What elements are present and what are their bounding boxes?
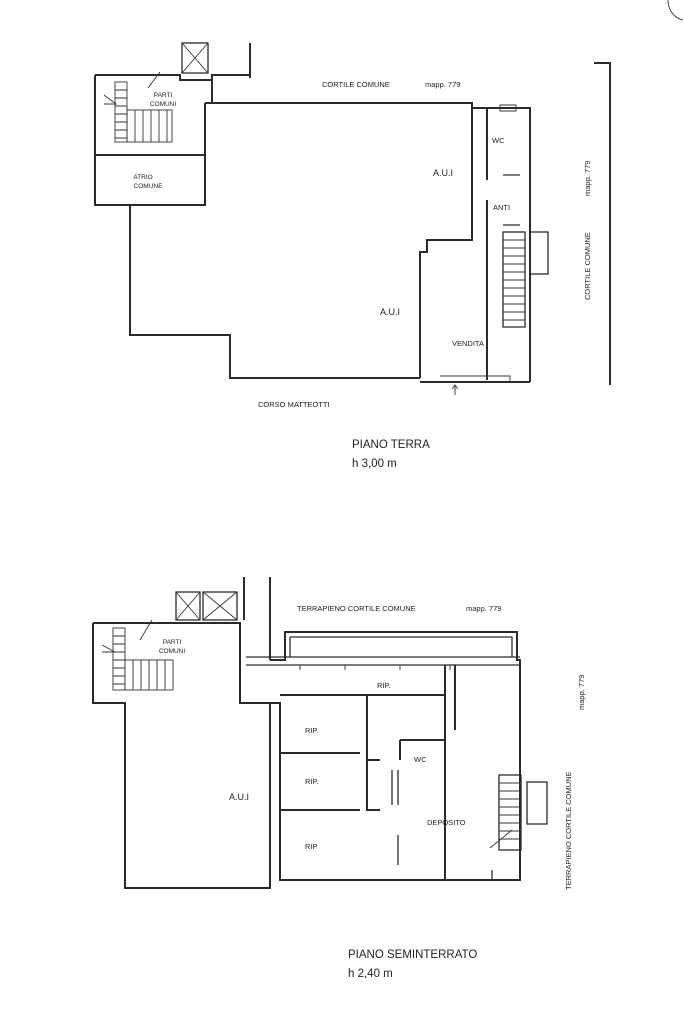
anti-label: ANTI xyxy=(493,203,510,212)
basement-plan: TERRAPIENO CORTILE COMUNE mapp. 779 PART… xyxy=(92,577,586,980)
courtyard-boundary xyxy=(594,62,611,385)
basement-pillars xyxy=(299,665,451,670)
basement-shaft-2 xyxy=(202,591,238,621)
ground-floor-outline xyxy=(94,43,531,383)
atrium-label: ATRIO xyxy=(133,174,152,181)
storage-label-3: RIP. xyxy=(305,777,319,786)
wc-label: WC xyxy=(492,136,505,145)
ground-floor-height: h 3,00 m xyxy=(352,458,397,470)
sales-label: VENDITA xyxy=(452,339,484,348)
courtyard-right-label: CORTILE COMUNE xyxy=(583,232,592,300)
deposit-label: DEPOSITO xyxy=(427,818,466,827)
terrapieno-top-label: TERRAPIENO CORTILE COMUNE xyxy=(297,604,416,613)
basement-common-parts-label-2: COMUNI xyxy=(159,648,186,655)
ground-stair-icon xyxy=(103,71,173,143)
basement-common-parts-label: PARTI xyxy=(163,639,182,646)
courtyard-top-label: CORTILE COMUNE xyxy=(322,80,390,89)
basement-interior-walls xyxy=(280,665,456,880)
storage-label-4: RIP xyxy=(305,842,318,851)
ground-external-stair-icon xyxy=(502,231,549,328)
common-parts-walls xyxy=(94,75,212,206)
basement-top-wall-double xyxy=(246,636,520,666)
aui-label-lower: A.U.I xyxy=(380,307,400,317)
window-marks xyxy=(440,104,517,382)
street-label: CORSO MATTEOTTI xyxy=(258,400,330,409)
storage-label-1: RIP. xyxy=(377,681,391,690)
basement-aui-label: A.U.I xyxy=(229,792,249,802)
basement-mapp-right-label: mapp. 779 xyxy=(577,675,586,710)
terrapieno-right-label: TERRAPIENO CORTILE COMUNE xyxy=(564,771,573,890)
basement-stair-icon xyxy=(101,619,174,691)
basement-outline xyxy=(92,622,521,889)
basement-title: PIANO SEMINTERRATO xyxy=(348,949,477,961)
shop-dividing-wall xyxy=(419,108,473,378)
atrium-label-2: COMUNE xyxy=(134,183,164,190)
basement-door-marks xyxy=(391,770,493,880)
ground-floor-plan: CORTILE COMUNE mapp. 779 PARTI COMUNI AT… xyxy=(94,42,611,470)
common-parts-label-2: COMUNI xyxy=(150,101,177,108)
shaft-cross-icon xyxy=(181,42,209,74)
entrance-arrow-icon xyxy=(451,384,459,395)
basement-mapp-top-label: mapp. 779 xyxy=(466,604,501,613)
basement-shaft-walls xyxy=(243,577,271,660)
ground-floor-title: PIANO TERRA xyxy=(352,439,430,451)
wc-partition xyxy=(503,174,520,226)
chimney-shaft xyxy=(181,42,209,74)
common-parts-label: PARTI xyxy=(154,92,173,99)
basement-wc-label: WC xyxy=(414,755,427,764)
mapp-right-label: mapp. 779 xyxy=(583,161,592,196)
basement-external-stair-icon xyxy=(489,774,548,851)
page-corner-mark xyxy=(667,0,683,21)
storage-label-2: RIP. xyxy=(305,726,319,735)
mapp-top-label: mapp. 779 xyxy=(425,80,460,89)
shaft-cross-icon xyxy=(175,591,201,621)
aui-label-upper: A.U.I xyxy=(433,168,453,178)
shaft-cross-icon xyxy=(202,591,238,621)
basement-shaft-1 xyxy=(175,591,201,621)
basement-height: h 2,40 m xyxy=(348,968,393,980)
